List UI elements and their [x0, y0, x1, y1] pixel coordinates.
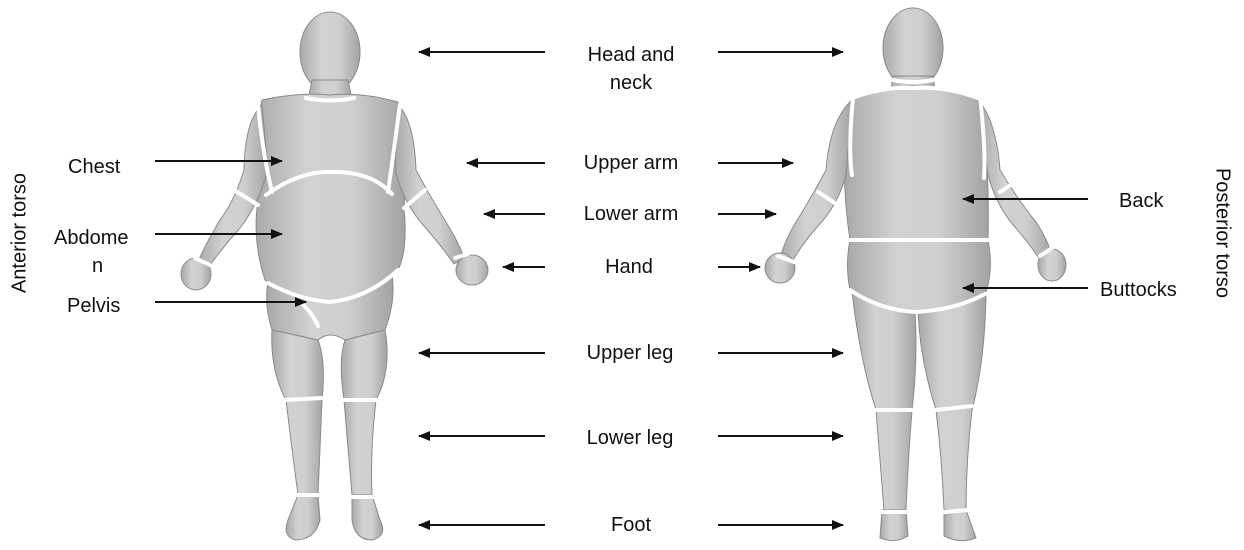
- front-body-figure: [181, 12, 488, 540]
- label-lower-leg: Lower leg: [587, 424, 674, 452]
- back-left-foot: [880, 510, 908, 541]
- label-upper-arm: Upper arm: [584, 149, 678, 177]
- back-torso: [844, 86, 988, 240]
- label-hand: Hand: [605, 253, 653, 281]
- label-upper-leg: Upper leg: [587, 339, 674, 367]
- back-left-leg: [852, 292, 916, 510]
- label-foot: Foot: [611, 511, 651, 539]
- label-pelvis: Pelvis: [67, 292, 120, 320]
- front-torso: [255, 94, 405, 305]
- front-right-leg: [341, 330, 387, 495]
- label-head-neck-line1: Head and: [588, 41, 675, 69]
- label-lower-arm: Lower arm: [584, 200, 678, 228]
- label-chest: Chest: [68, 153, 120, 181]
- front-left-foot: [286, 495, 320, 540]
- label-abdomen-line2: n: [92, 252, 103, 280]
- label-anterior-torso: Anterior torso: [9, 173, 32, 293]
- back-left-arm: [780, 100, 852, 262]
- back-right-foot: [944, 510, 976, 541]
- label-posterior-torso: Posterior torso: [1211, 168, 1234, 298]
- front-right-hand: [456, 255, 488, 285]
- label-head-neck-line2: neck: [610, 69, 652, 97]
- label-abdomen-line1: Abdome: [54, 224, 129, 252]
- label-back: Back: [1119, 187, 1163, 215]
- front-right-foot: [352, 495, 383, 540]
- front-left-leg: [272, 330, 324, 495]
- label-buttocks: Buttocks: [1100, 276, 1177, 304]
- back-right-leg: [918, 294, 986, 510]
